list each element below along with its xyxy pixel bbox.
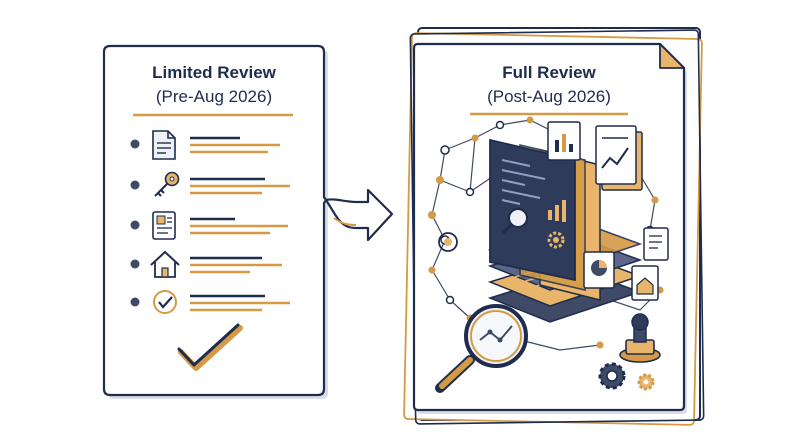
- bullet-dot: [130, 180, 140, 190]
- limited-review-panel: [102, 44, 330, 399]
- magnifying-glass-icon: [435, 304, 528, 393]
- house-icon: [150, 250, 180, 278]
- document-screens: [489, 138, 601, 301]
- target-ring-icon: [438, 232, 458, 252]
- document-icon: [152, 130, 176, 160]
- line-chart-card-icon: [595, 125, 643, 191]
- list-item: [130, 250, 282, 278]
- limited-review-subtitle: (Pre-Aug 2026): [155, 87, 273, 106]
- large-checkmark-icon: [177, 323, 243, 371]
- pie-chart-card-icon: [583, 251, 615, 289]
- bullet-dot: [130, 259, 140, 269]
- full-review-panel: [403, 27, 705, 426]
- magnifier-small-icon: [501, 208, 528, 235]
- gear-icon: [547, 231, 565, 249]
- full-review-subtitle: (Post-Aug 2026): [487, 87, 611, 106]
- bullet-dot: [130, 220, 140, 230]
- limited-review-title: Limited Review: [152, 63, 276, 82]
- list-item: [130, 171, 290, 197]
- key-icon: [154, 171, 180, 197]
- stamp-icon: [619, 313, 661, 363]
- list-item: [130, 290, 290, 314]
- folded-corner: [659, 43, 685, 69]
- bullet-dot: [130, 297, 140, 307]
- list-item: [130, 130, 280, 160]
- report-card-icon: [643, 227, 669, 261]
- house-document-icon: [631, 265, 659, 301]
- checkmark-circle-icon: [153, 290, 177, 314]
- chart-card-icon: [547, 121, 581, 161]
- list-item: [130, 211, 288, 240]
- bullet-dot: [130, 139, 140, 149]
- full-review-title: Full Review: [502, 63, 596, 82]
- gears-icon: [598, 362, 655, 391]
- id-card-icon: [152, 211, 176, 240]
- transition-arrow-icon: [324, 188, 394, 242]
